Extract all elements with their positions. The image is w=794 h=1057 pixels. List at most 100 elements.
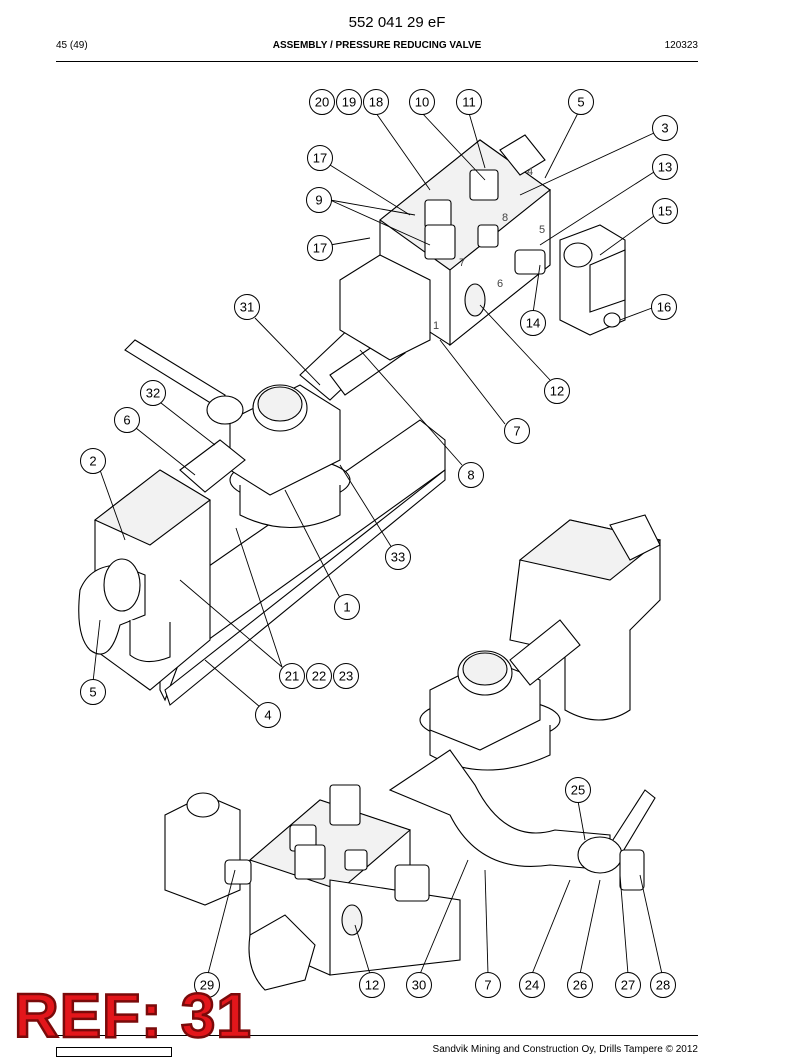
callout-bubble: 27 [615,972,641,998]
callout-bubble: 14 [520,310,546,336]
callout-bubble: 16 [651,294,677,320]
callout-bubble: 3 [652,115,678,141]
left-manifold-top [93,469,211,546]
port-stamp: 1 [433,320,439,332]
hex-nut [103,558,141,612]
port-stamps: 4 8 5 7 6 1 [433,166,545,332]
svg-text:12: 12 [550,384,564,399]
callout-bubble: 30 [406,972,432,998]
lower-ball-body [577,836,623,874]
enclosure-cylinder [564,630,631,721]
date-code: 120323 [664,40,698,51]
callout-bubble: 29 [194,972,220,998]
lower-manifold-top [248,799,412,891]
callout-bubble: 25 [565,777,591,803]
knob-top [257,386,303,422]
svg-text:33: 33 [391,550,405,565]
svg-text:5: 5 [577,95,584,110]
top-elbow [499,134,546,176]
svg-text:25: 25 [571,783,585,798]
callout-bubble: 9 [306,187,332,213]
lower-solenoid-nut [224,859,252,885]
header-rule [56,61,698,62]
solenoid-screw [603,312,621,328]
callout-bubble: 18 [363,89,389,115]
lower-elbow [248,914,316,991]
svg-text:14: 14 [526,316,540,331]
callout-bubble: 11 [456,89,482,115]
svg-text:24: 24 [525,978,539,993]
svg-text:30: 30 [412,978,426,993]
port-hole [464,283,486,317]
svg-text:22: 22 [312,669,326,684]
callout-bubble: 32 [140,380,166,406]
port-stamp: 8 [502,212,508,224]
lower-solenoid-cap [186,792,220,818]
lower-plug-2 [344,849,368,871]
solenoid-nut [514,249,546,275]
callout-bubble: 17 [307,145,333,171]
callout-bubble: 26 [567,972,593,998]
callout-bubble: 5 [80,679,106,705]
callout-bubble: 7 [475,972,501,998]
lower-upper-hose [509,619,581,686]
callout-bubble: 12 [359,972,385,998]
upper-assembly [78,134,626,706]
callout-bubble: 28 [650,972,676,998]
svg-text:7: 7 [513,424,520,439]
callout-bubble: 5 [568,89,594,115]
callout-bubble: 33 [385,544,411,570]
lower-assembly [164,514,662,991]
svg-text:19: 19 [342,95,356,110]
callout-bubble: 10 [409,89,435,115]
svg-text:18: 18 [369,95,383,110]
svg-text:17: 17 [313,241,327,256]
callout-bubble: 24 [519,972,545,998]
callout-bubble: 6 [114,407,140,433]
valve-cartridge [424,224,456,260]
svg-text:17: 17 [313,151,327,166]
svg-text:10: 10 [415,95,429,110]
callout-bubble: 20 [309,89,335,115]
svg-text:4: 4 [264,708,271,723]
svg-text:6: 6 [123,413,130,428]
svg-text:31: 31 [240,300,254,315]
plug-top [469,169,499,201]
svg-text:29: 29 [200,978,214,993]
callout-bubble: 21 [279,663,305,689]
callout-bubble: 1 [334,594,360,620]
lower-plug-tall [329,784,361,826]
svg-text:13: 13 [658,160,672,175]
copyright-text: Sandvik Mining and Construction Oy, Dril… [432,1044,698,1055]
page-number: 45 (49) [56,40,88,51]
valve-lower-body [239,485,341,528]
callout-bubble: 7 [504,418,530,444]
callout-bubble: 15 [652,198,678,224]
cylinder-body [129,620,171,663]
svg-text:9: 9 [315,193,322,208]
solenoid-connector [589,249,626,313]
enclosure-elbow [609,514,661,561]
ref-stamp: REF: 31 [13,982,252,1051]
callout-bubble: 17 [307,235,333,261]
document-number: 552 041 29 eF [348,14,446,31]
callout-bubble: 22 [306,663,332,689]
mounting-plate-edge [164,468,446,706]
callout-bubble: 2 [80,448,106,474]
svg-text:28: 28 [656,978,670,993]
svg-text:8: 8 [467,468,474,483]
port-stamp: 4 [527,166,533,178]
ball-valve-body [206,395,244,425]
svg-text:3: 3 [661,121,668,136]
lower-hose-fitting [179,439,246,493]
port-stamp: 6 [497,278,503,290]
footer-rule [56,1035,698,1036]
svg-text:5: 5 [89,685,96,700]
callout-bubble: 13 [652,154,678,180]
leader-lines [92,112,663,975]
callout-bubble: 8 [458,462,484,488]
small-plug [477,224,499,248]
svg-text:7: 7 [484,978,491,993]
port-stamp: 5 [539,224,545,236]
